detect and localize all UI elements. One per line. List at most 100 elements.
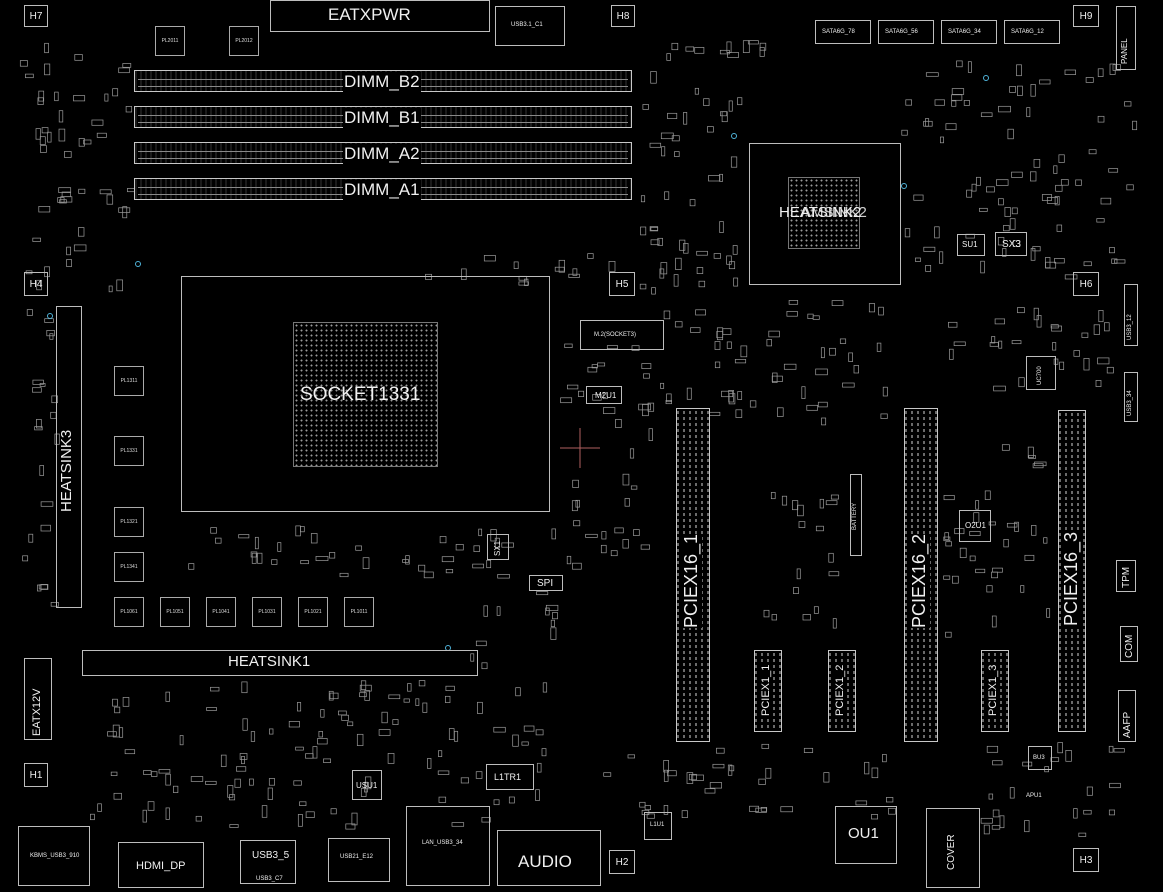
aafp-header [1118, 690, 1136, 742]
pcie-x1-3-label: PCIEX1_3 [987, 664, 999, 716]
bu3-label: BU3 [1033, 755, 1045, 761]
com-label: COM [1124, 634, 1135, 658]
pcie-x1-1-label: PCIEX1_1 [760, 664, 772, 716]
spi-label: SPI [537, 578, 554, 589]
eatxpwr-label: EATXPWR [328, 5, 411, 24]
panel-label: PANEL [1120, 38, 1129, 64]
battery-holder [850, 474, 862, 556]
chipset-pin-grid [788, 177, 860, 249]
usb3-5-port [240, 840, 296, 884]
dimm-b1-label: DIMM_B1 [343, 108, 421, 128]
pcie-x1-slot-3 [981, 650, 1009, 732]
sata-12-label: SATA6G_12 [1011, 29, 1044, 35]
choke-pl1061: PL1061 [114, 597, 144, 627]
usb-34-label: USB3_34 [1127, 390, 1133, 416]
pcie-x16-3-label: PCIEX16_3 [1061, 531, 1082, 626]
ou1-label: OU1 [848, 825, 879, 842]
cpu-socket-pin-grid [293, 322, 438, 467]
bu3-chip [1028, 746, 1052, 770]
cpu-socket-label: SOCKET1331 [300, 384, 421, 405]
eatxpwr-connector [270, 0, 490, 32]
uc700-label: UC700 [1037, 366, 1043, 385]
cover-shield [926, 808, 980, 888]
heatsink1-outline [82, 650, 478, 676]
l1u1-label: L1U1 [650, 822, 665, 828]
kbms-usb-port [18, 826, 90, 886]
choke-pl1331: PL1331 [114, 436, 144, 466]
choke-pl2011: PL2011 [155, 26, 185, 56]
sx3-chip [995, 232, 1027, 256]
sx1-chip [487, 534, 509, 560]
l1tr1-chip [486, 764, 534, 790]
usb3-c7-label: USB3_C7 [256, 876, 283, 882]
mount-hole-h9: H9 [1073, 5, 1099, 27]
heatsink2-label: HEATSINK2 [779, 204, 862, 221]
usb3-12-label: USB3_12 [1127, 314, 1133, 340]
dimm-a2-label: DIMM_A2 [343, 144, 421, 164]
lan-usb-label: LAN_USB3_34 [422, 840, 463, 846]
su1-label: SU1 [962, 240, 978, 249]
hdmi-dp-label: HDMI_DP [136, 860, 186, 872]
mount-hole-h7: H7 [24, 5, 48, 27]
ou1-chip [835, 806, 897, 864]
dimm-b2-label: DIMM_B2 [343, 72, 421, 92]
sx1-label: SX1 [493, 540, 502, 556]
panel-header [1116, 6, 1136, 70]
m2-socket3-label: M.2(SOCKET3) [594, 332, 637, 338]
eatx12v-connector [24, 658, 52, 740]
audio-label: AUDIO [518, 852, 572, 871]
usb-34-header [1124, 372, 1138, 422]
heatsink3-outline [56, 306, 82, 608]
usb31-c1-header [495, 6, 565, 46]
sata-34-port [941, 20, 997, 44]
mount-hole-h5: H5 [609, 272, 635, 296]
mount-hole-h1: H1 [24, 763, 48, 787]
choke-pl1041: PL1041 [206, 597, 236, 627]
lan-usb-port [406, 806, 490, 886]
usb31-c1-label: USB3.1_C1 [511, 22, 543, 28]
crosshair-cursor-icon [560, 428, 600, 468]
hdmi-dp-port [118, 842, 204, 888]
sata-78-port [815, 20, 871, 44]
choke-pl2012: PL2012 [229, 26, 259, 56]
su1-chip [957, 234, 985, 256]
o2u1-chip [959, 510, 991, 542]
mount-hole-h8: H8 [611, 5, 635, 27]
sata-34-label: SATA6G_34 [948, 29, 981, 35]
choke-pl1051: PL1051 [160, 597, 190, 627]
heatsink3-label: HEATSINK3 [58, 429, 75, 512]
eatx12v-label: EATX12V [31, 688, 43, 737]
usb21-e12-port [328, 838, 390, 882]
pcie-x16-2-label: PCIEX16_2 [909, 533, 930, 628]
usb3-5-label: USB3_5 [252, 850, 290, 861]
tpm-header [1116, 560, 1136, 592]
sata-56-port [878, 20, 934, 44]
aafp-label: AAFP [1122, 711, 1133, 738]
m2u1-chip [586, 386, 622, 404]
choke-pl1011: PL1011 [344, 597, 374, 627]
choke-pl1311: PL1311 [114, 366, 144, 396]
sata-78-label: SATA6G_78 [822, 29, 855, 35]
l1u1-chip [644, 812, 672, 840]
heatsink2-outline [749, 143, 901, 285]
audio-jack [497, 830, 601, 886]
kbms-usb-label: KBMS_USB3_910 [30, 853, 80, 859]
mount-hole-h6: H6 [1073, 272, 1099, 296]
dimm-a1-label: DIMM_A1 [343, 180, 421, 200]
tpm-label: TPM [1121, 566, 1132, 588]
mount-hole-h4: H4 [24, 272, 48, 296]
com-header [1120, 626, 1138, 662]
sx3-label: SX3 [1002, 239, 1021, 250]
l1tr1-label: L1TR1 [494, 772, 522, 782]
mount-hole-h2: H2 [609, 850, 635, 874]
mount-hole-h3: H3 [1073, 848, 1099, 872]
apu1-label: APU1 [1026, 793, 1042, 799]
m2u1-label: M2U1 [595, 391, 617, 400]
battery-label: BATTERY [852, 502, 858, 530]
choke-pl1031: PL1031 [252, 597, 282, 627]
choke-pl1021: PL1021 [298, 597, 328, 627]
usb3-12-header [1124, 284, 1138, 346]
pcie-x1-2-label: PCIEX1_2 [834, 664, 846, 716]
cpu-socket-outline [181, 276, 550, 512]
